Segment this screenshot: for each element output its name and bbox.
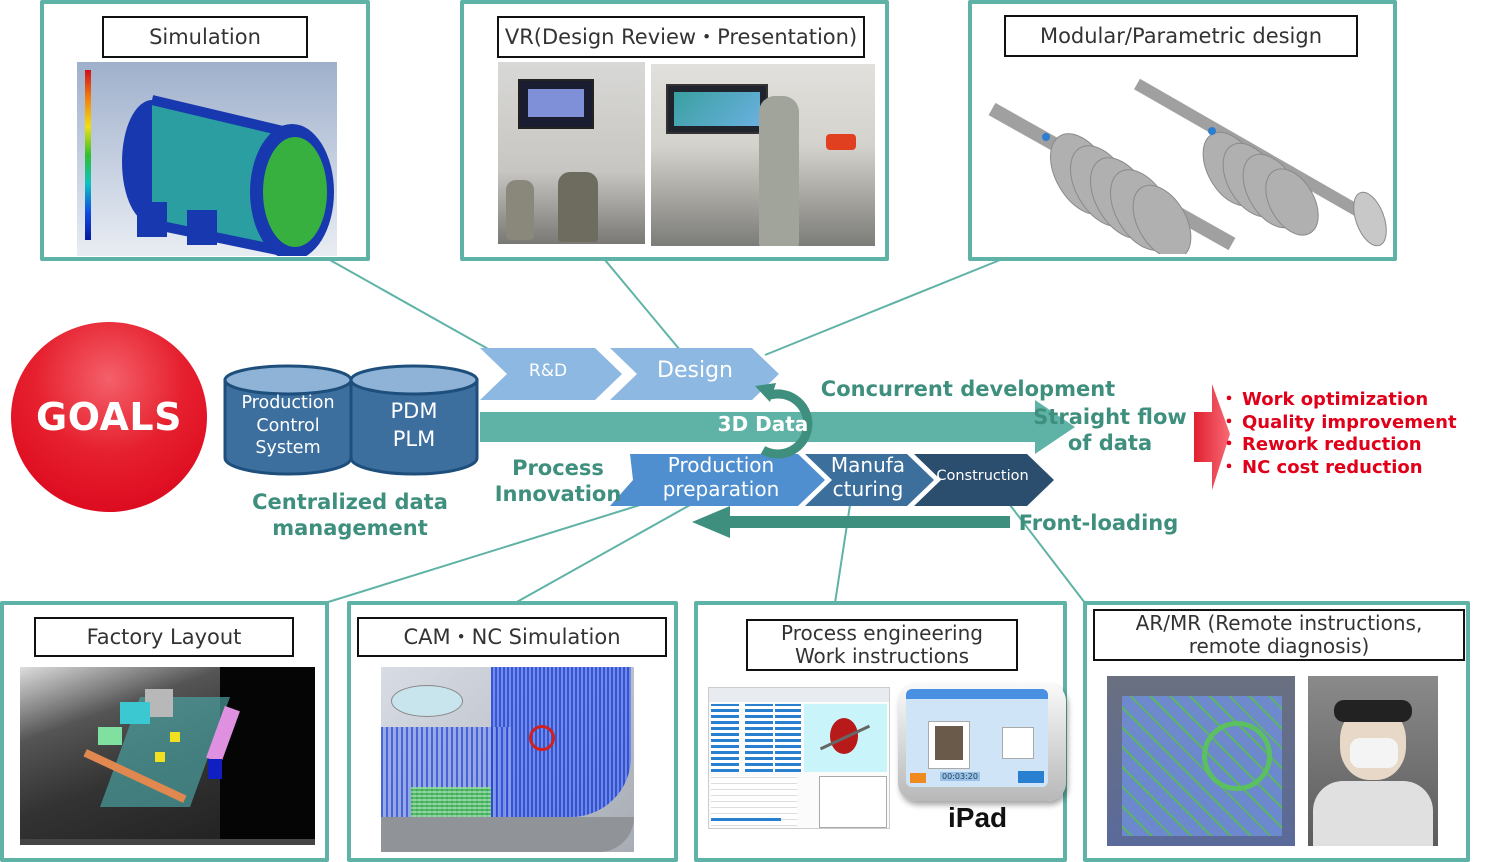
modular-panel: Modular/Parametric design xyxy=(968,0,1397,261)
connector-ar xyxy=(1009,504,1086,604)
connector-cam xyxy=(514,504,691,604)
connector-vr xyxy=(604,259,681,351)
db-label-production-control: Production Control System xyxy=(241,393,335,458)
vr-image-standing xyxy=(651,64,875,246)
seated-person xyxy=(506,180,534,240)
ipad-device: 00:03:20 xyxy=(898,683,1066,801)
chevron-rnd-label: R&D xyxy=(528,361,568,381)
color-scale-bar xyxy=(85,70,91,240)
concurrent-development-label: Concurrent development xyxy=(820,377,1116,401)
chevron-production-preparation-label: Production preparation xyxy=(662,453,780,501)
ar-headset-image xyxy=(1308,676,1438,846)
chevron-design-label: Design xyxy=(657,358,733,383)
blue-marker xyxy=(1042,133,1050,141)
outcome-item: Quality improvement xyxy=(1220,412,1457,435)
ar-mr-title: AR/MR (Remote instructions, remote diagn… xyxy=(1093,609,1465,661)
process-engineering-title: Process engineering Work instructions xyxy=(746,619,1018,671)
ipad-timer: 00:03:20 xyxy=(940,772,980,781)
factory-layout-image xyxy=(20,667,315,845)
ipad-label: iPad xyxy=(948,802,1008,833)
connector-factory xyxy=(324,504,641,604)
kneeling-person xyxy=(558,172,598,242)
fem-cylinder-graphic xyxy=(122,95,334,256)
main-3d-data-arrow xyxy=(480,400,1075,454)
cam-nc-panel: CAM・NC Simulation xyxy=(347,601,678,862)
face-mask xyxy=(1350,738,1398,768)
chevron-production-preparation xyxy=(610,454,825,506)
chevron-construction-label: Construction xyxy=(936,468,1029,484)
chevron-manufacturing xyxy=(805,454,934,506)
vr-panel: VR(Design Review・Presentation) xyxy=(460,0,889,261)
process-flow xyxy=(480,348,1075,538)
outcome-list: Work optimization Quality improvement Re… xyxy=(1220,389,1457,479)
rotor-shafts-graphic xyxy=(988,78,1387,254)
blue-marker xyxy=(1208,127,1216,135)
bag xyxy=(826,134,856,150)
vr-display xyxy=(666,84,768,134)
goals-label: GOALS xyxy=(36,395,182,439)
process-engineering-panel: Process engineering Work instructions 00… xyxy=(694,601,1067,862)
modular-title: Modular/Parametric design xyxy=(1004,15,1358,57)
database-pdm-plm xyxy=(349,364,479,476)
straight-flow-label: Straight flow of data xyxy=(1033,405,1187,456)
simulation-title: Simulation xyxy=(102,16,308,58)
chevron-design xyxy=(610,348,779,400)
outcome-item: Work optimization xyxy=(1220,389,1457,412)
hololens-headset xyxy=(1334,700,1412,722)
green-machine xyxy=(98,727,122,745)
factory-layout-panel: Factory Layout xyxy=(0,601,329,862)
standing-person xyxy=(759,96,799,246)
factory-layout-title: Factory Layout xyxy=(34,617,294,657)
cycle-arrow-icon xyxy=(760,389,813,459)
front-loading-arrow xyxy=(692,506,1010,538)
centralized-data-label: Centralized data management xyxy=(252,490,448,541)
vr-title: VR(Design Review・Presentation) xyxy=(497,16,865,58)
vr-image-kneeling xyxy=(498,62,645,244)
cam-nc-image xyxy=(381,667,634,852)
goals-circle: GOALS xyxy=(11,322,207,512)
outcome-item: NC cost reduction xyxy=(1220,457,1457,480)
process-engineering-screenshot xyxy=(708,687,890,829)
db-label-pdm-plm: PDM PLM xyxy=(390,399,438,451)
outcome-item: Rework reduction xyxy=(1220,434,1457,457)
ar-overlay-image xyxy=(1107,676,1295,846)
connector-simulation xyxy=(329,259,491,351)
process-innovation-label: Process Innovation xyxy=(494,456,622,507)
database-cylinders xyxy=(223,364,479,476)
simulation-panel: Simulation xyxy=(40,0,370,261)
database-production-control xyxy=(223,364,353,476)
chevron-rnd xyxy=(480,348,622,400)
cyan-machine xyxy=(120,702,150,724)
chevron-construction xyxy=(914,454,1054,506)
simulation-image xyxy=(77,62,337,256)
front-loading-label: Front-loading xyxy=(1018,511,1179,535)
main-arrow-label: 3D Data xyxy=(717,412,809,436)
cam-nc-title: CAM・NC Simulation xyxy=(357,617,667,657)
chevron-manufacturing-label: Manufa cturing xyxy=(830,453,906,501)
connector-modular xyxy=(764,259,1001,356)
ar-mr-panel: AR/MR (Remote instructions, remote diagn… xyxy=(1083,601,1470,862)
vr-monitor xyxy=(518,79,594,129)
ipad-screen: 00:03:20 xyxy=(906,689,1048,787)
